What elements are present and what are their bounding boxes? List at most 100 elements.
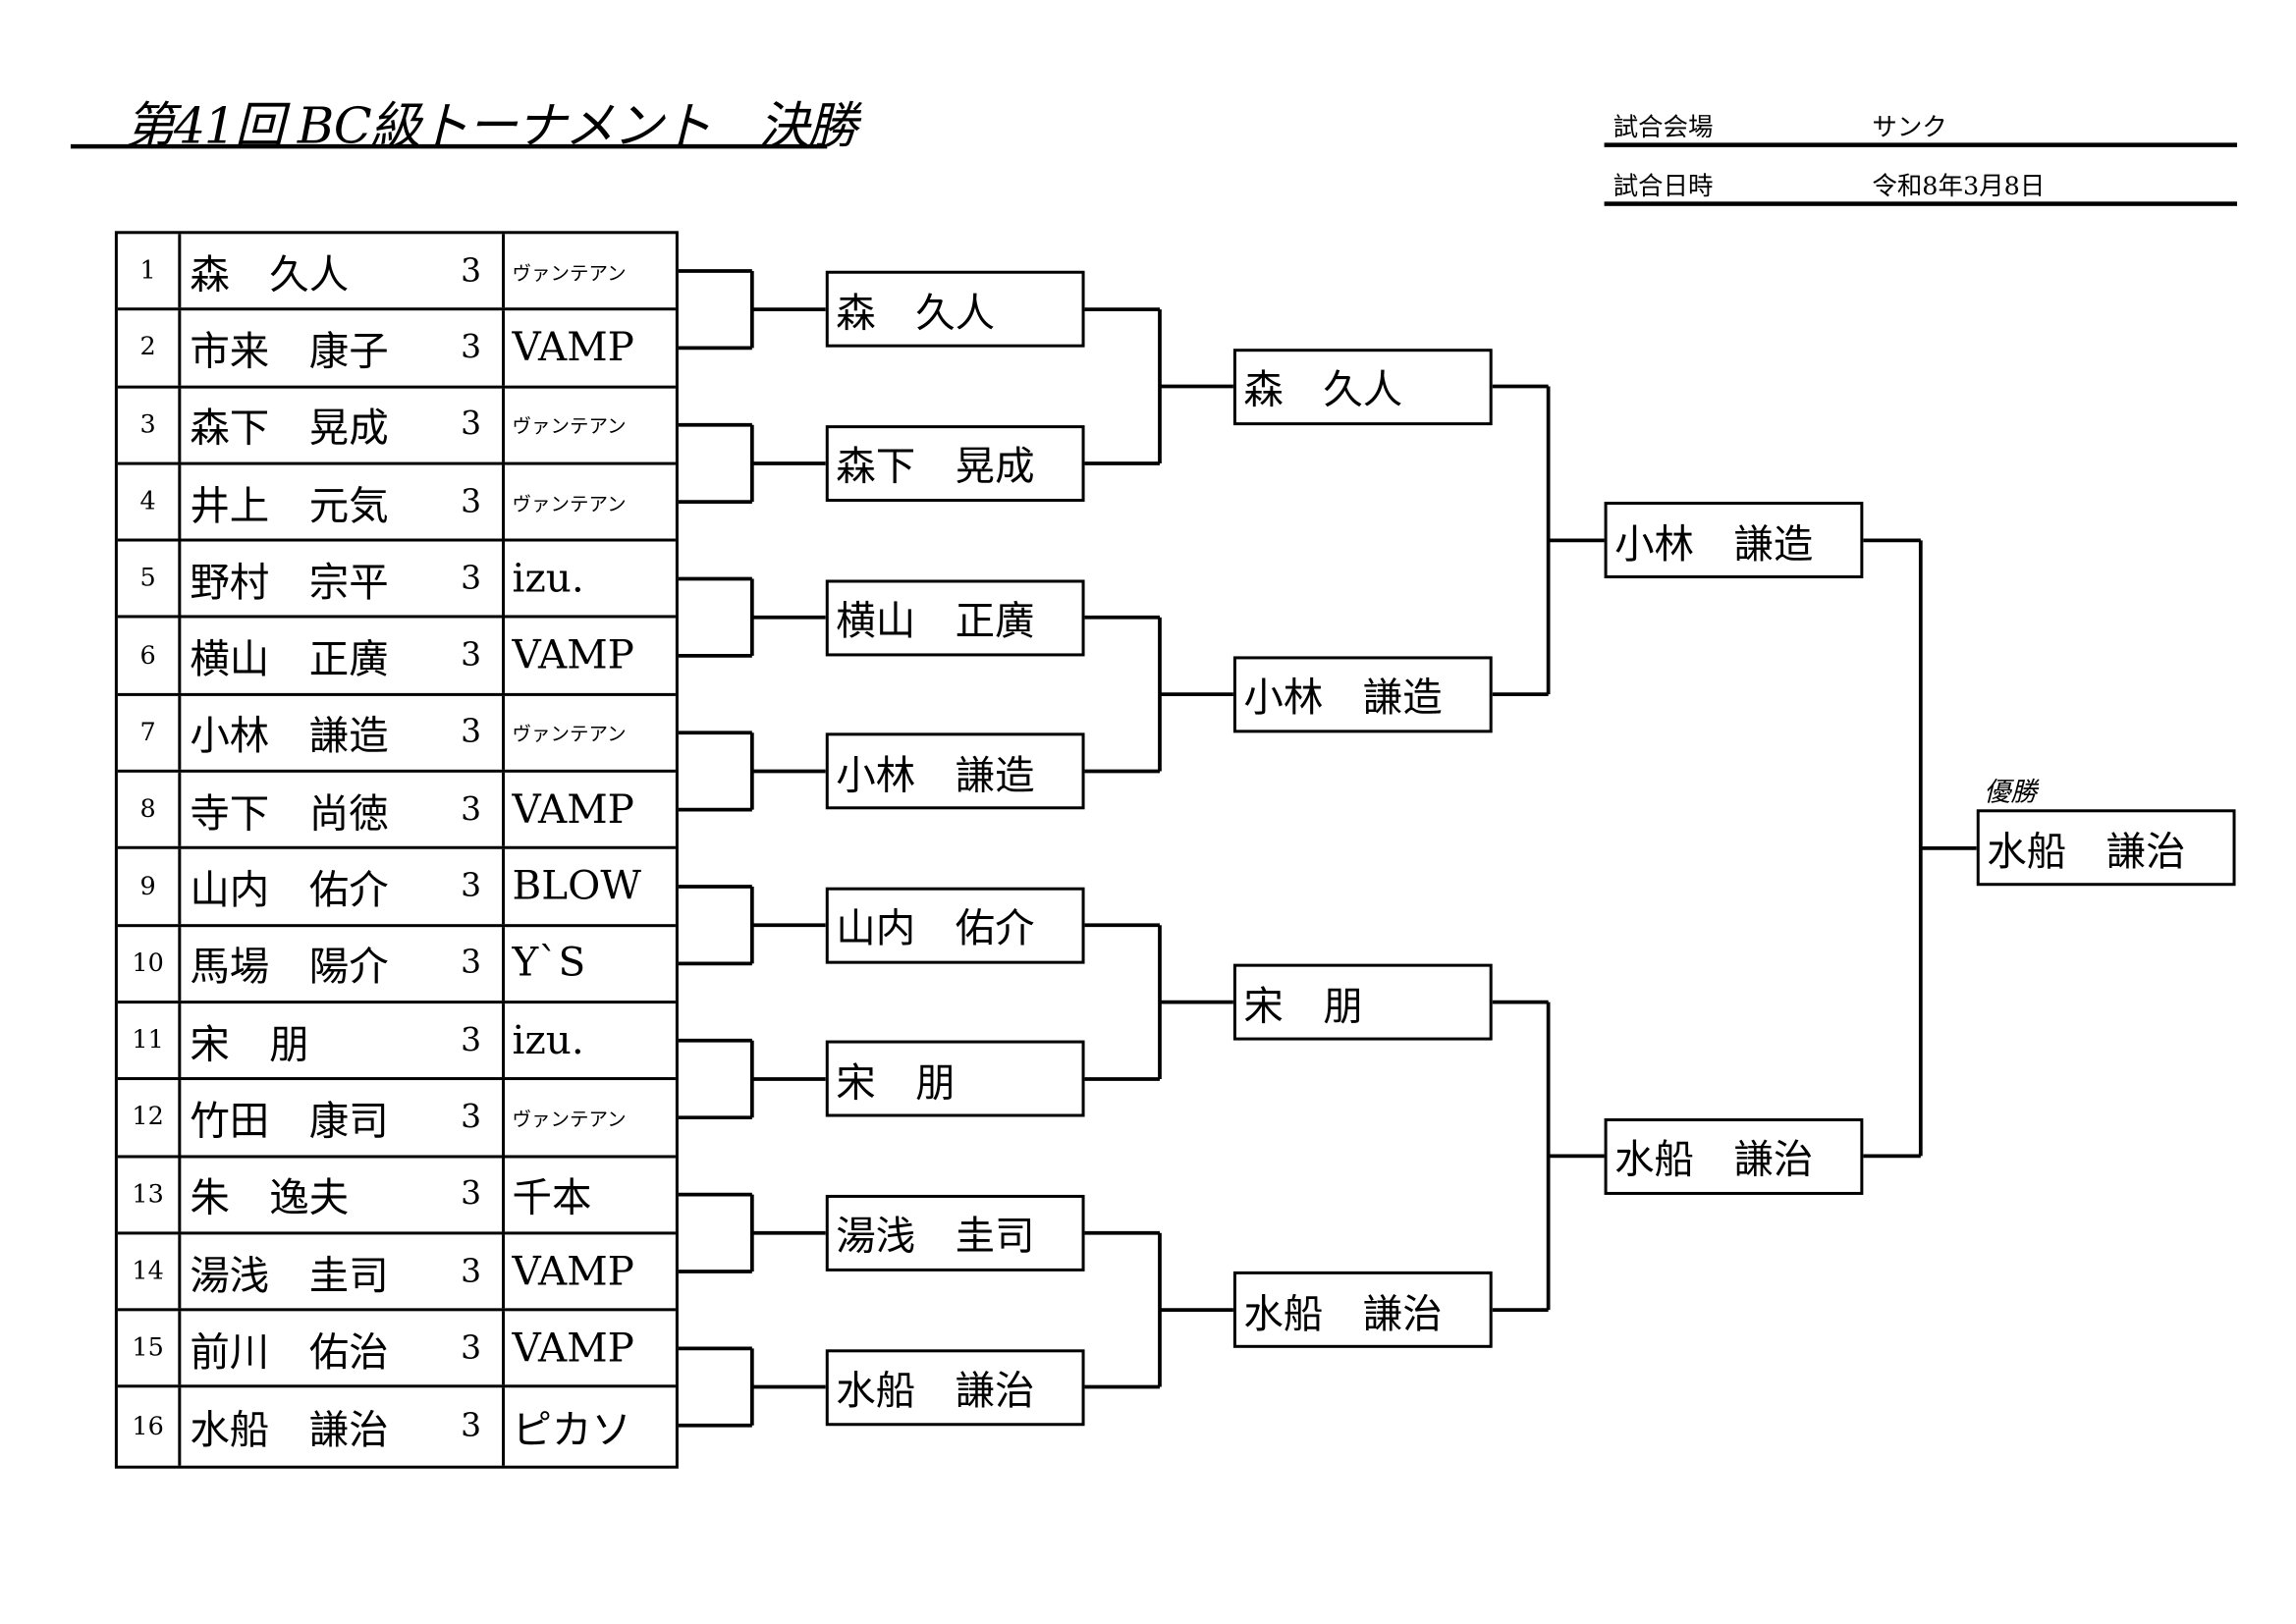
entrant-name-cell: 宋 朋 3 bbox=[181, 1003, 506, 1078]
date-value: 令和8年3月8日 bbox=[1872, 172, 2046, 202]
round-2-winner: 森 久人 bbox=[1232, 348, 1493, 425]
entrant-team: ヴァンテアン bbox=[512, 724, 627, 747]
entrant-number: 5 bbox=[118, 541, 182, 617]
entrant-team: ヴァンテアン bbox=[512, 493, 627, 516]
entrant-team: ヴァンテアン bbox=[512, 416, 627, 439]
entrant-team: BLOW bbox=[512, 863, 641, 910]
entrant-row: 11 宋 朋 3 izu. bbox=[117, 1003, 676, 1081]
entrant-name: 山内 佑介 bbox=[190, 868, 389, 914]
entrant-name-cell: 竹田 康司 3 bbox=[181, 1080, 506, 1155]
entrant-number: 11 bbox=[118, 1003, 182, 1078]
entrant-grade: 3 bbox=[461, 1099, 482, 1136]
entrant-grade: 3 bbox=[461, 1408, 482, 1445]
entrant-name-cell: 水船 謙治 3 bbox=[181, 1387, 506, 1466]
entrant-row: 16 水船 謙治 3 ピカソ bbox=[118, 1387, 676, 1466]
date-label: 試合日時 bbox=[1613, 172, 1714, 202]
round-1-winner: 湯浅 圭司 bbox=[825, 1194, 1085, 1272]
entrant-name: 森 久人 bbox=[190, 252, 350, 298]
entrant-name-cell: 横山 正廣 3 bbox=[181, 619, 506, 693]
entrant-number: 16 bbox=[118, 1387, 182, 1466]
entrant-team: ピカソ bbox=[512, 1408, 631, 1454]
entrant-team: ヴァンテアン bbox=[512, 1109, 627, 1132]
round-1-winner: 水船 謙治 bbox=[825, 1348, 1085, 1426]
entrant-team: VAMP bbox=[512, 786, 634, 833]
entrant-number: 8 bbox=[118, 772, 182, 847]
champion-box: 水船 謙治 bbox=[1976, 809, 2236, 887]
round-2-winner: 小林 謙造 bbox=[1232, 656, 1493, 733]
entrant-grade: 3 bbox=[461, 1175, 482, 1214]
round-1-winner: 森下 晃成 bbox=[825, 424, 1085, 502]
winner-label: 優勝 bbox=[1984, 777, 2038, 808]
entrant-grade: 3 bbox=[461, 945, 482, 983]
entrant-name-cell: 前川 佑治 3 bbox=[181, 1311, 506, 1385]
entrant-name: 市来 康子 bbox=[190, 329, 389, 376]
entrant-team: 千本 bbox=[512, 1175, 592, 1222]
entrant-name: 湯浅 圭司 bbox=[190, 1253, 389, 1299]
entrant-number: 13 bbox=[118, 1157, 182, 1232]
entrant-row: 6 横山 正廣 3 VAMP bbox=[117, 619, 676, 696]
date-divider bbox=[1604, 201, 2238, 206]
entrant-row: 1 森 久人 3 ヴァンテアン bbox=[117, 234, 676, 311]
entrant-row: 13 朱 逸夫 3 千本 bbox=[117, 1157, 676, 1235]
entrant-grade: 3 bbox=[461, 1253, 482, 1290]
round-3-winner: 小林 謙造 bbox=[1604, 502, 1864, 579]
entrant-grade: 3 bbox=[461, 1329, 482, 1367]
round-1-winner: 山内 佑介 bbox=[825, 887, 1085, 964]
entrant-grade: 3 bbox=[461, 1022, 482, 1059]
entrant-team: VAMP bbox=[512, 632, 634, 679]
entrant-number: 4 bbox=[118, 464, 182, 539]
entrant-number: 12 bbox=[118, 1080, 182, 1155]
entrant-team: izu. bbox=[512, 1017, 584, 1063]
entrant-number: 2 bbox=[118, 310, 182, 386]
entrant-team: VAMP bbox=[512, 325, 634, 371]
entrant-name-cell: 湯浅 圭司 3 bbox=[181, 1234, 506, 1309]
entrant-row: 8 寺下 尚徳 3 VAMP bbox=[117, 772, 676, 850]
entrant-name: 水船 謙治 bbox=[190, 1408, 389, 1454]
entrant-team: VAMP bbox=[512, 1326, 634, 1372]
entrant-number: 3 bbox=[118, 388, 182, 462]
entrant-name-cell: 山内 佑介 3 bbox=[181, 849, 506, 924]
entrant-name-cell: 森 久人 3 bbox=[181, 234, 506, 308]
round-1-winner: 小林 謙造 bbox=[825, 732, 1085, 810]
entrant-team: VAMP bbox=[512, 1248, 634, 1295]
entrant-number: 6 bbox=[118, 619, 182, 693]
entrant-name: 竹田 康司 bbox=[190, 1099, 389, 1145]
entrant-row: 12 竹田 康司 3 ヴァンテアン bbox=[117, 1080, 676, 1158]
entrant-grade: 3 bbox=[461, 252, 482, 290]
entrant-team: ヴァンテアン bbox=[512, 262, 627, 286]
entrant-name-cell: 寺下 尚徳 3 bbox=[181, 772, 506, 847]
venue-divider bbox=[1604, 142, 2238, 147]
entrant-grade: 3 bbox=[461, 560, 482, 598]
round-3-winner: 水船 謙治 bbox=[1604, 1117, 1864, 1195]
venue-label: 試合会場 bbox=[1613, 113, 1714, 143]
entrant-grade: 3 bbox=[461, 868, 482, 905]
entrant-grade: 3 bbox=[461, 637, 482, 675]
entrant-name-cell: 朱 逸夫 3 bbox=[181, 1157, 506, 1232]
entrant-name: 宋 朋 bbox=[190, 1022, 309, 1068]
entrant-name: 井上 元気 bbox=[190, 483, 389, 529]
round-2-winner: 宋 朋 bbox=[1232, 963, 1493, 1041]
entrant-name: 寺下 尚徳 bbox=[190, 790, 389, 838]
entrant-number: 7 bbox=[118, 695, 182, 770]
round-1-winner: 横山 正廣 bbox=[825, 578, 1085, 656]
round-1-winner: 宋 朋 bbox=[825, 1041, 1085, 1117]
entrant-name: 朱 逸夫 bbox=[190, 1175, 350, 1222]
venue-value: サンク bbox=[1872, 113, 1947, 143]
entrant-name: 横山 正廣 bbox=[190, 637, 389, 683]
entrant-grade: 3 bbox=[461, 790, 482, 829]
entrant-number: 1 bbox=[118, 234, 182, 308]
entrant-name: 前川 佑治 bbox=[190, 1329, 389, 1376]
entrant-number: 10 bbox=[118, 926, 182, 1001]
round-1-winner: 森 久人 bbox=[825, 271, 1085, 349]
